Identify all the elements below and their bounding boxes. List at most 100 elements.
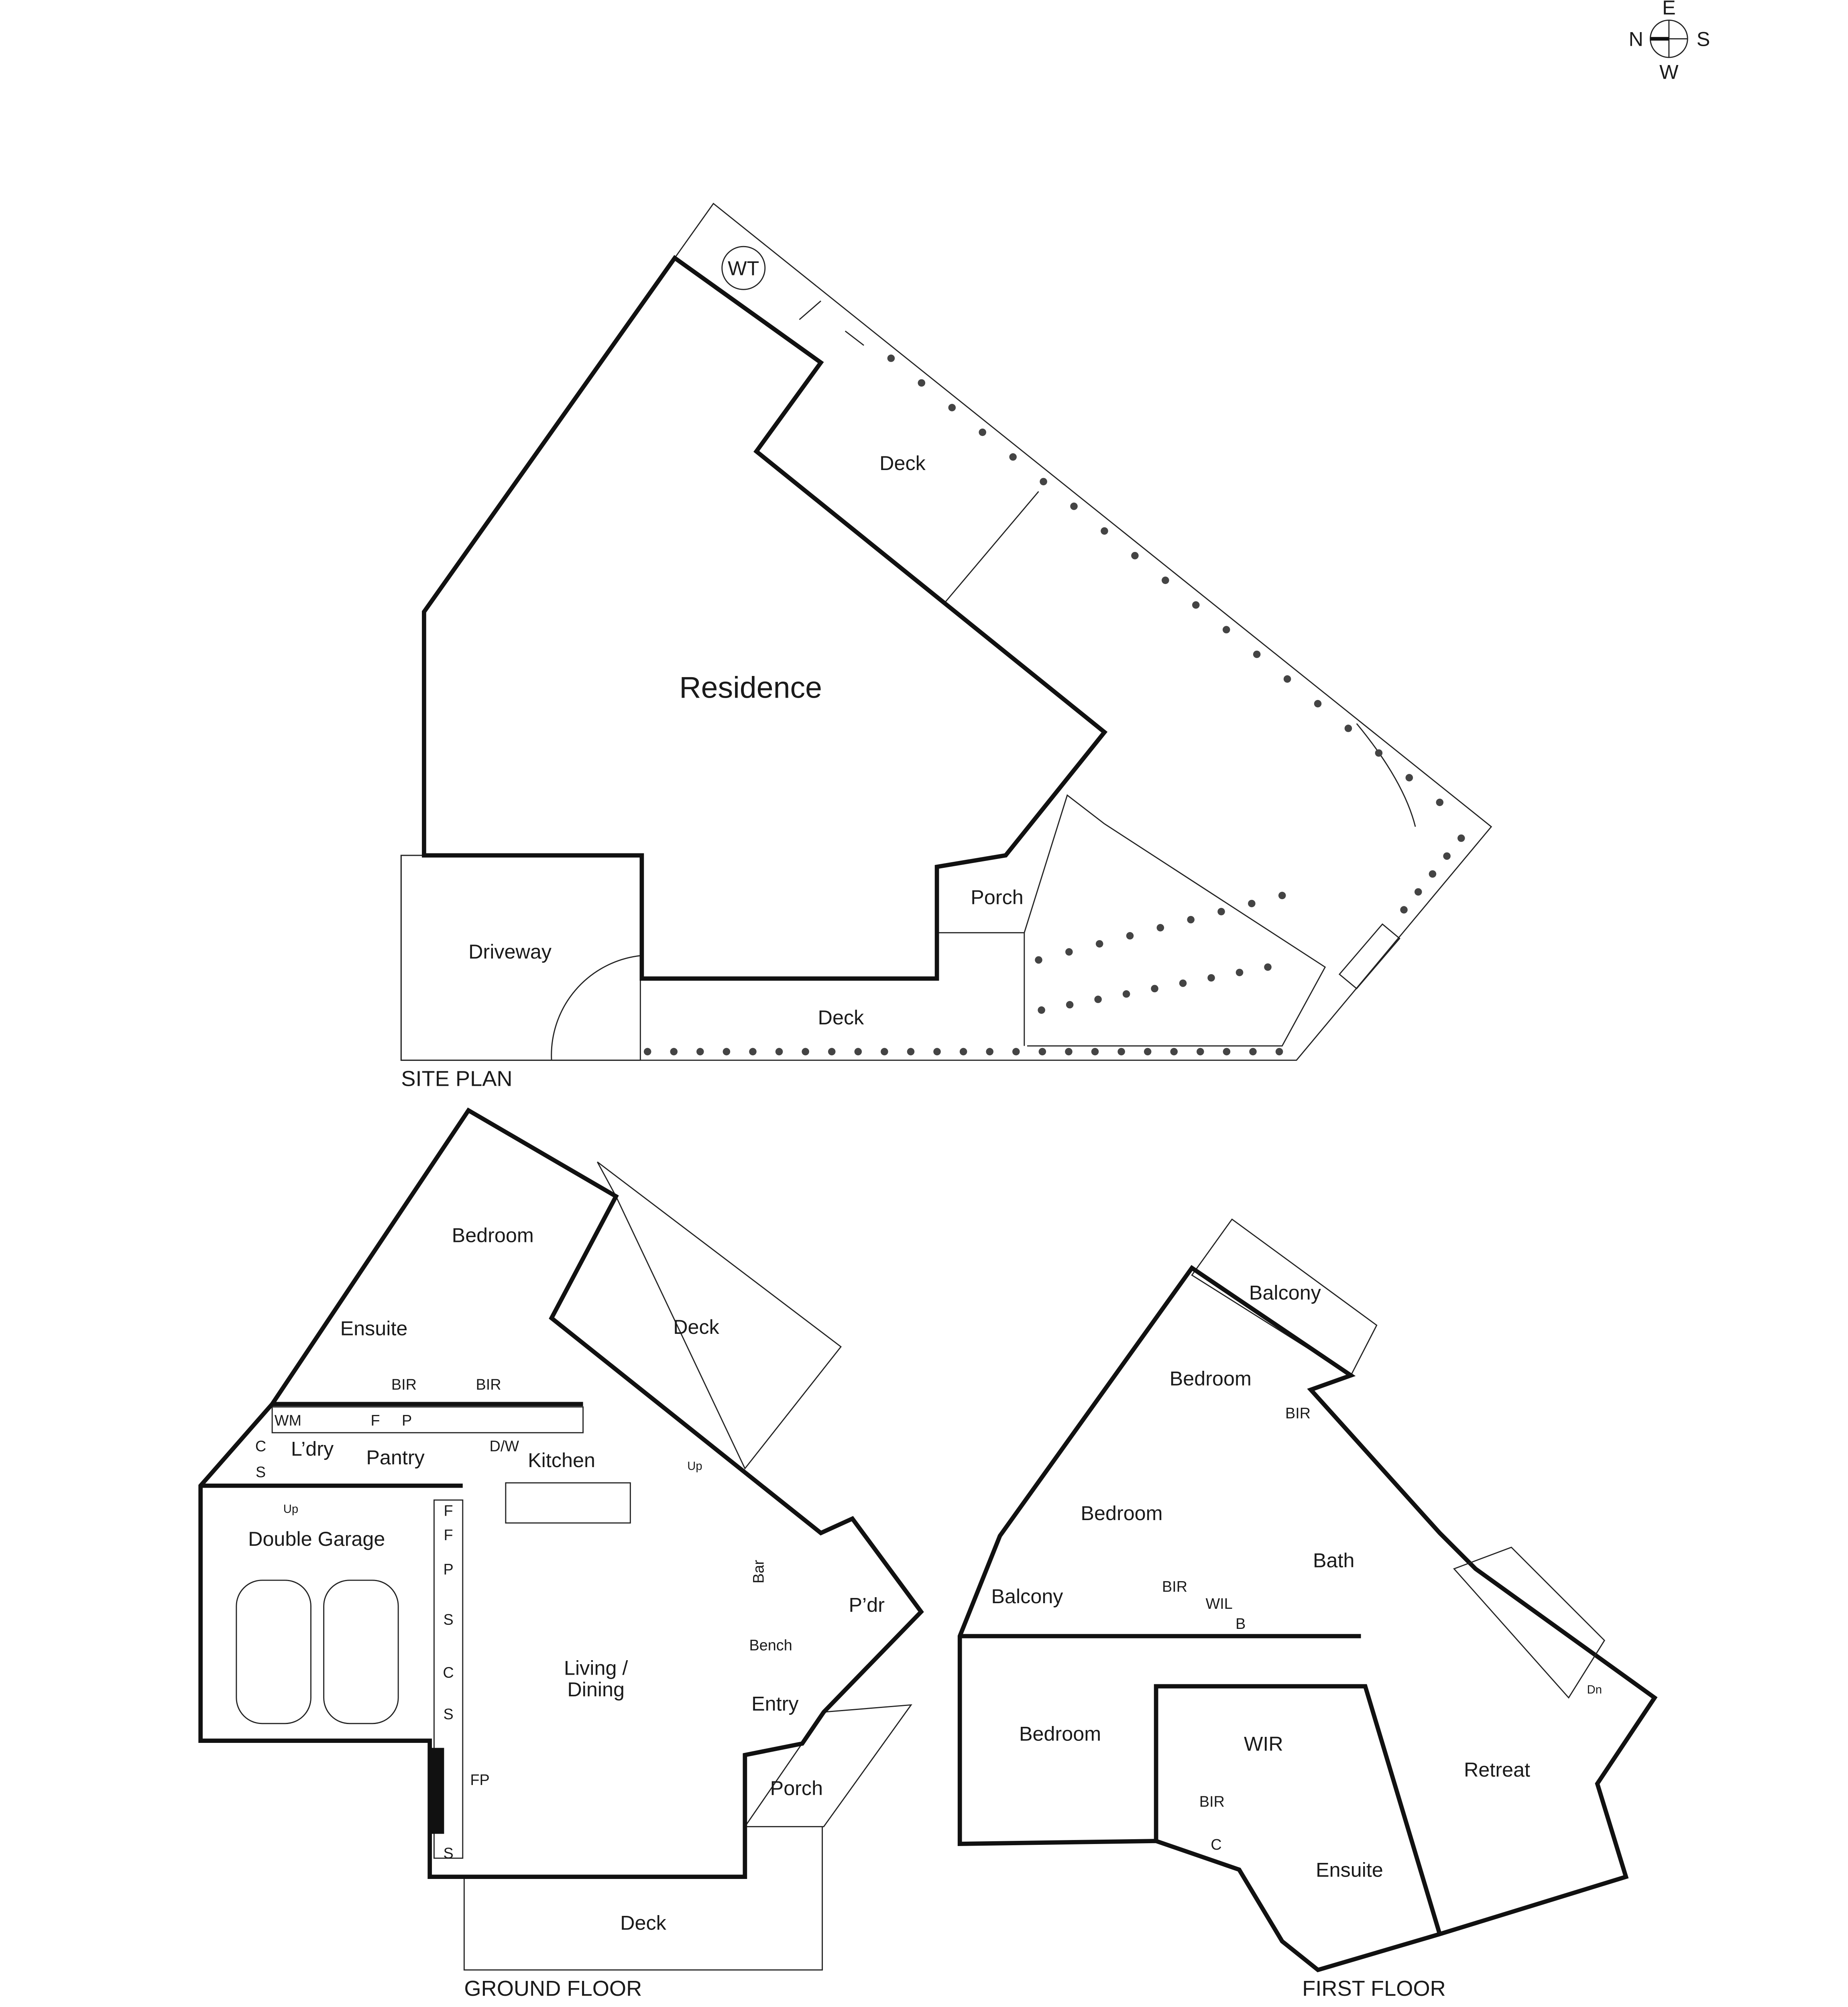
- gf-bedroom-label: Bedroom: [452, 1224, 534, 1247]
- gf-porch-label: Porch: [770, 1777, 823, 1799]
- shrub-icon: [1222, 626, 1230, 633]
- shrub-icon: [1429, 870, 1437, 878]
- gf-s4-label: S: [443, 1845, 453, 1862]
- ff-bedroom3-label: Bedroom: [1019, 1722, 1101, 1745]
- ff-retreat-label: Retreat: [1464, 1758, 1530, 1781]
- shrub-icon: [1264, 963, 1272, 971]
- shrub-icon: [1094, 995, 1102, 1003]
- gf-stairs-up-label: Up: [687, 1460, 702, 1473]
- shrub-icon: [854, 1048, 862, 1056]
- gf-dining-label: Dining: [567, 1678, 625, 1701]
- shrub-icon: [1151, 985, 1158, 993]
- driveway-label: Driveway: [468, 940, 552, 963]
- ground-floor-outline: [198, 1107, 924, 1879]
- ff-wil-label: WIL: [1206, 1596, 1233, 1612]
- gf-powder-label: P’dr: [849, 1593, 884, 1616]
- compass-south: S: [1697, 27, 1710, 50]
- shrub-icon: [1179, 979, 1187, 987]
- gf-s1-label: S: [256, 1464, 266, 1481]
- ff-c-label: C: [1211, 1836, 1221, 1853]
- shrub-icon: [1066, 1001, 1074, 1009]
- car-icon: [323, 1580, 399, 1724]
- shrub-icon: [1156, 924, 1164, 932]
- shrub-icon: [1314, 700, 1322, 708]
- shrub-icon: [696, 1048, 704, 1056]
- shrub-icon: [1101, 527, 1108, 535]
- gf-entry-label: Entry: [751, 1692, 799, 1715]
- shrub-icon: [986, 1048, 994, 1056]
- shrub-icon: [1197, 1048, 1204, 1056]
- ground-floor-title: GROUND FLOOR: [464, 1976, 642, 2001]
- site-plan-title: SITE PLAN: [401, 1067, 512, 1091]
- shrub-icon: [1223, 1048, 1231, 1056]
- shrub-icon: [1187, 916, 1195, 924]
- ff-bedroom2-label: Bedroom: [1081, 1502, 1162, 1525]
- gf-c1-label: C: [255, 1438, 266, 1455]
- shrub-icon: [887, 354, 895, 362]
- water-tank: [721, 246, 766, 290]
- gf-p1-label: P: [402, 1412, 412, 1429]
- site-plan: Residence Deck Deck Porch Driveway WT SI…: [400, 203, 1492, 1091]
- gf-kitchen-label: Kitchen: [528, 1449, 595, 1472]
- shrub-icon: [979, 428, 987, 436]
- gf-f2-label: F: [444, 1502, 453, 1519]
- gf-bir1-label: BIR: [391, 1376, 417, 1393]
- shrub-icon: [723, 1048, 731, 1056]
- shrub-icon: [1170, 1048, 1178, 1056]
- gf-deck-top-label: Deck: [673, 1315, 719, 1338]
- shrub-icon: [1414, 888, 1422, 896]
- shrub-icon: [1278, 892, 1286, 900]
- gf-wm-label: WM: [275, 1412, 301, 1429]
- shrub-icon: [1012, 1048, 1020, 1056]
- ff-b-label: B: [1235, 1616, 1246, 1632]
- gf-pantry-label: Pantry: [366, 1446, 425, 1469]
- shrub-icon: [1162, 576, 1169, 584]
- shrub-icon: [1207, 974, 1215, 982]
- shrub-icon: [1131, 552, 1139, 560]
- shrub-icon: [643, 1048, 651, 1056]
- gf-s2-label: S: [443, 1612, 453, 1628]
- shrub-icon: [933, 1048, 941, 1056]
- shrub-icon: [1443, 852, 1451, 860]
- shrub-icon: [1035, 956, 1042, 964]
- compass-east: E: [1662, 0, 1676, 19]
- shrub-icon: [1144, 1048, 1152, 1056]
- residence-outline: [422, 255, 1108, 981]
- compass-icon: E N S W: [1629, 0, 1710, 83]
- shrub-icon: [1344, 725, 1352, 732]
- shrub-icon: [1217, 908, 1225, 916]
- gf-ensuite-label: Ensuite: [340, 1317, 408, 1340]
- ground-floor: Bedroom Ensuite BIR BIR Deck WM F P C S …: [198, 1107, 924, 2001]
- shrub-icon: [828, 1048, 836, 1056]
- shrub-icon: [959, 1048, 967, 1056]
- shrub-icon: [1375, 749, 1383, 757]
- ff-stairs-down-label: Dn: [1587, 1683, 1602, 1696]
- shrub-icon: [1117, 1048, 1125, 1056]
- first-floor: Balcony Bedroom BIR Bedroom BIR Balcony …: [957, 1218, 1658, 2001]
- gf-c2-label: C: [443, 1665, 454, 1681]
- gf-dw-label: D/W: [490, 1438, 519, 1455]
- ff-ensuite-label: Ensuite: [1316, 1858, 1383, 1881]
- water-tank-label: WT: [728, 257, 759, 280]
- gf-bench-label: Bench: [749, 1637, 792, 1654]
- shrub-icon: [775, 1048, 783, 1056]
- shrub-icon: [1192, 601, 1200, 609]
- shrub-icon: [1253, 650, 1261, 658]
- shrub-icon: [1038, 1048, 1046, 1056]
- ff-balcony-top-label: Balcony: [1249, 1281, 1321, 1304]
- gf-bir2-label: BIR: [476, 1376, 501, 1393]
- shrub-icon: [1122, 990, 1130, 998]
- shrub-icon: [1126, 932, 1134, 940]
- shrub-icon: [1405, 774, 1413, 782]
- ff-bedroom1-label: Bedroom: [1170, 1367, 1252, 1390]
- first-floor-outline: [957, 1265, 1658, 1972]
- gf-up-label: Up: [283, 1503, 298, 1516]
- first-floor-title: FIRST FLOOR: [1302, 1976, 1446, 2001]
- shrub-icon: [907, 1048, 915, 1056]
- gf-p2-label: P: [443, 1561, 453, 1578]
- shrub-icon: [1248, 900, 1256, 908]
- shrub-icon: [881, 1048, 888, 1056]
- compass-north: N: [1629, 27, 1643, 50]
- shrub-icon: [948, 404, 956, 411]
